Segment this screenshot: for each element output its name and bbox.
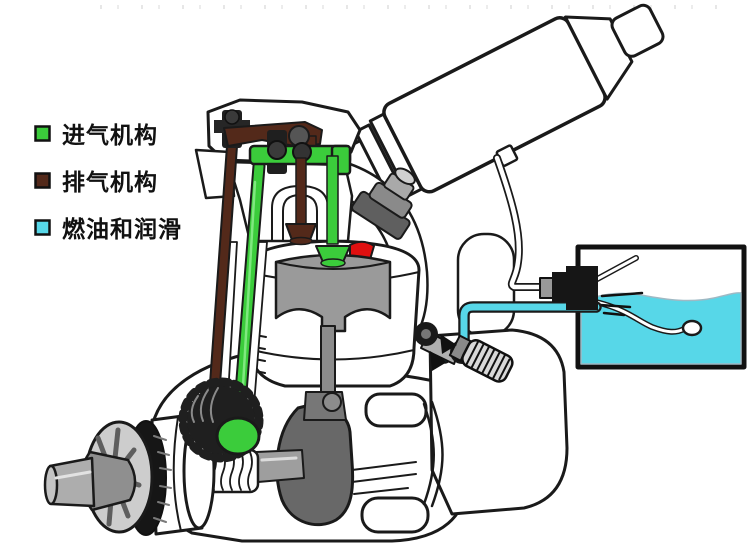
exhaust-swatch-rect [34, 171, 51, 189]
rocker-adjuster-nut [224, 109, 240, 125]
muffler-body [382, 16, 607, 194]
intake-rocker-pivot [267, 140, 287, 160]
legend-label-intake: 进气机构 [62, 123, 158, 149]
piston-crown-arc [275, 261, 391, 270]
pressure-line-tube [494, 155, 563, 290]
fitting-stub [539, 277, 555, 299]
cylinder-head-valvetrain [214, 109, 352, 268]
prop-shaft-end [43, 464, 59, 506]
crankshaft-mid [255, 449, 305, 483]
legend-item-fuel: 燃油和润滑 [34, 210, 182, 244]
exhaust-color-swatch [34, 171, 51, 189]
fuel-color-swatch [34, 218, 51, 236]
muffler [313, 3, 665, 217]
fuel-swatch-rect [34, 218, 51, 236]
intake-valve-face [320, 258, 346, 268]
tank-fitting [539, 266, 598, 310]
fitting-block-main [566, 266, 598, 310]
clunk-weight [681, 319, 703, 337]
rim-ribs [153, 435, 172, 523]
shaft-highlight [54, 470, 92, 480]
cam-gear-assembly [178, 377, 264, 463]
carburetor-needle-valve [414, 322, 514, 383]
legend-label-exhaust: 排气机构 [62, 170, 158, 196]
muffler-outlet-stub [610, 3, 665, 58]
rear-crankcase [428, 328, 569, 516]
legend-label-fuel: 燃油和润滑 [62, 217, 182, 243]
gear-helix-lines [190, 387, 219, 423]
cropped-text-artifacts [100, 5, 720, 9]
cam-follower [215, 416, 261, 456]
mount-edge-curves [422, 400, 444, 508]
piston-crank-assembly [255, 253, 392, 527]
shaft-highlight [260, 456, 298, 462]
exhaust-pushrod [210, 142, 236, 402]
glow-plug [351, 167, 416, 240]
knurl-ridges [465, 340, 511, 381]
pressure-line [493, 154, 564, 291]
muffler-cone [563, 15, 634, 101]
cam-gear-teeth [178, 377, 264, 463]
clunk-line [594, 300, 686, 334]
exhaust-valve-stem [295, 157, 307, 227]
intake-valve-stem [326, 155, 339, 245]
fuel-flow-arrow [440, 334, 457, 354]
fuel-flow-marks [598, 291, 644, 317]
fuel-flow-arrow [430, 351, 447, 371]
intake-swatch-rect [34, 124, 51, 142]
legend-item-exhaust: 排气机构 [34, 163, 182, 197]
intake-color-swatch [34, 124, 51, 142]
crankpin [322, 392, 342, 412]
carb-o-ring-inner [421, 329, 431, 339]
glow-plug-terminal [394, 167, 416, 186]
drum-band [172, 416, 182, 532]
exhaust-valve-face [289, 236, 313, 246]
fuel-tank [575, 244, 747, 370]
rear-cover-ribs [351, 461, 417, 495]
fitting-block-small [552, 272, 566, 302]
intake-pushrod-highlight [239, 180, 257, 422]
mount-lug-upper [364, 392, 428, 428]
legend: 进气机构 排气机构 燃油和润滑 [34, 116, 182, 257]
legend-item-intake: 进气机构 [34, 116, 182, 150]
needle-valve-knob [448, 334, 514, 383]
mount-lug-lower [360, 496, 430, 534]
